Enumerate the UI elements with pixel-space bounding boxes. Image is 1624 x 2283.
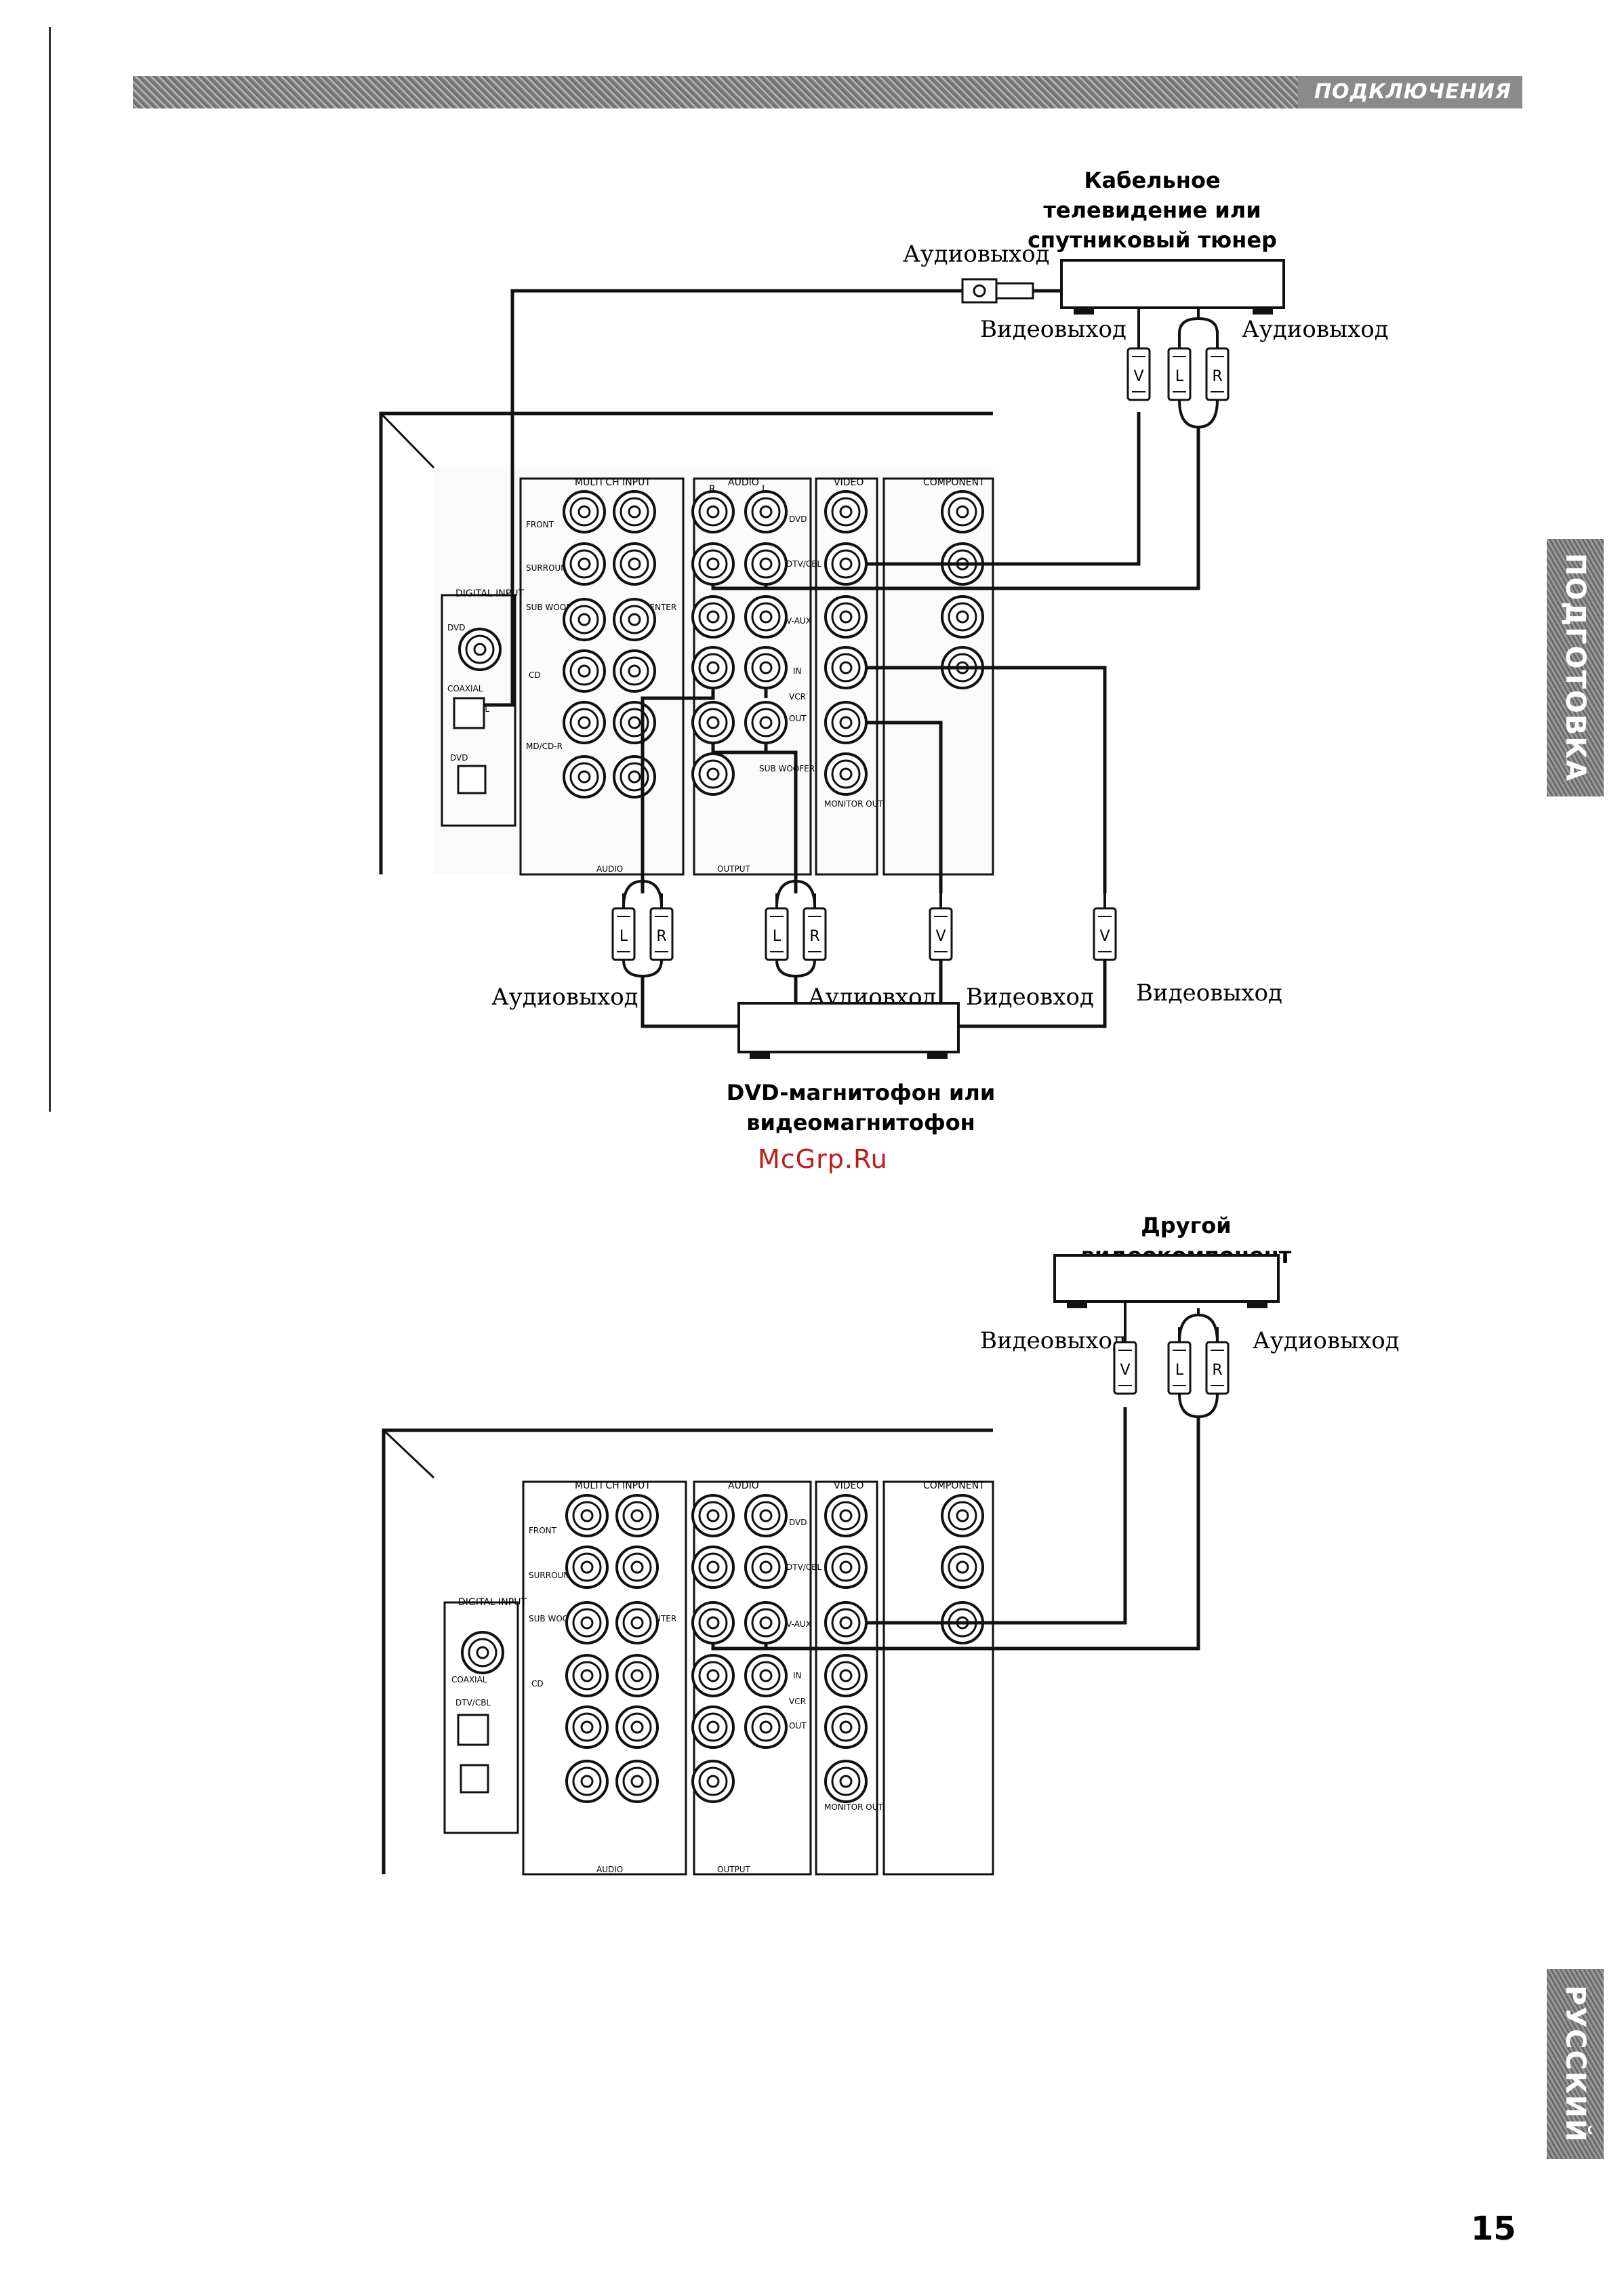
svg-text:V: V: [1120, 1362, 1130, 1379]
label-video-in-bottom: Видеовход: [966, 984, 1094, 1011]
svg-text:V: V: [935, 928, 946, 945]
svg-text:DTV/CBL: DTV/CBL: [455, 1698, 491, 1708]
svg-text:R: R: [1212, 1362, 1222, 1379]
svg-text:R: R: [809, 928, 819, 945]
label-audio-out-top-right: Аудиовыход: [1242, 316, 1389, 343]
plug-r-bottom-2: R: [803, 892, 827, 961]
plug-l-diag2: L: [1167, 1326, 1192, 1395]
svg-text:V-AUX: V-AUX: [786, 616, 811, 626]
svg-text:CD: CD: [529, 670, 541, 680]
svg-text:MONITOR OUT: MONITOR OUT: [824, 1802, 883, 1812]
svg-text:COAXIAL: COAXIAL: [451, 1675, 487, 1684]
svg-text:R: R: [656, 928, 666, 945]
svg-text:COAXIAL: COAXIAL: [447, 684, 483, 693]
svg-text:AUDIO: AUDIO: [596, 1865, 623, 1874]
svg-text:IN: IN: [793, 1671, 802, 1680]
svg-text:SURROUND: SURROUND: [526, 563, 573, 573]
svg-text:L: L: [1175, 1362, 1184, 1379]
svg-text:AUDIO: AUDIO: [596, 864, 623, 874]
margin-line: [49, 27, 51, 1112]
page-number: 15: [1471, 2210, 1516, 2248]
optical-plug-icon: [961, 278, 1061, 304]
plug-l-top: L: [1167, 332, 1192, 401]
other-video-device: [1053, 1254, 1280, 1308]
cables-diagram-2: [711, 1407, 1200, 1651]
svg-text:R: R: [709, 484, 716, 495]
plug-v-diag2: V: [1113, 1326, 1137, 1395]
svg-text:FRONT: FRONT: [529, 1526, 557, 1535]
svg-text:V: V: [1099, 928, 1110, 945]
svg-text:VCR: VCR: [789, 692, 806, 702]
label-audio-out-top: Аудиовыход: [903, 241, 1050, 268]
svg-text:OUT: OUT: [789, 1721, 807, 1731]
watermark: McGrp.Ru: [758, 1144, 888, 1174]
device-dvd-vcr-label: DVD-магнитофон или видеомагнитофон: [726, 1080, 996, 1135]
svg-text:MD/CD-R: MD/CD-R: [526, 742, 563, 751]
svg-text:MONITOR OUT: MONITOR OUT: [824, 799, 883, 809]
section-header-bar: ПОДКЛЮЧЕНИЯ: [133, 76, 1522, 108]
svg-text:DIGITAL INPUT: DIGITAL INPUT: [458, 1597, 527, 1608]
label-video-out-bottom: Видеовыход: [1136, 979, 1282, 1007]
svg-text:OUTPUT: OUTPUT: [717, 1865, 751, 1874]
svg-text:L: L: [620, 928, 628, 945]
svg-text:V-AUX: V-AUX: [786, 1619, 811, 1629]
svg-text:OUTPUT: OUTPUT: [717, 864, 751, 874]
svg-text:VCR: VCR: [789, 1697, 806, 1706]
plug-l-bottom-1: L: [611, 892, 636, 961]
label-video-out-top: Видеовыход: [980, 316, 1126, 343]
side-tab-language: РУССКИЙ: [1547, 1969, 1604, 2159]
svg-text:DTV/CBL: DTV/CBL: [786, 559, 821, 569]
section-title: ПОДКЛЮЧЕНИЯ: [1297, 76, 1522, 108]
svg-text:DTV/CBL: DTV/CBL: [786, 1562, 821, 1572]
label-audio-out-bottom: Аудиовыход: [491, 984, 638, 1011]
svg-text:VIDEO: VIDEO: [834, 1480, 864, 1491]
svg-text:L: L: [1175, 368, 1184, 385]
svg-text:AUDIO: AUDIO: [728, 477, 759, 488]
plug-v-bottom-1: V: [929, 892, 953, 961]
plug-r-diag2: R: [1205, 1326, 1230, 1395]
side-tab-preparation: ПОДГОТОВКА: [1547, 539, 1604, 796]
plug-v-bottom-2: V: [1093, 892, 1117, 961]
svg-text:CD: CD: [531, 1679, 544, 1689]
svg-text:COMPONENT: COMPONENT: [923, 477, 985, 488]
cables-diagram-1: [484, 289, 1200, 893]
svg-text:MULTI CH INPUT: MULTI CH INPUT: [575, 477, 651, 488]
svg-text:DIGITAL INPUT: DIGITAL INPUT: [455, 588, 524, 599]
svg-text:AUDIO: AUDIO: [728, 1480, 759, 1491]
label-video-out-2: Видеовыход: [980, 1327, 1126, 1354]
device-cable-sat-label: Кабельное телевидение или спутниковый тю…: [1028, 167, 1277, 253]
svg-text:MULTI CH INPUT: MULTI CH INPUT: [575, 1480, 651, 1491]
plug-r-top: R: [1205, 332, 1230, 401]
svg-text:DVD: DVD: [450, 753, 468, 763]
svg-text:FRONT: FRONT: [526, 520, 554, 529]
dvd-recorder-device: [737, 1002, 960, 1059]
svg-text:V: V: [1133, 368, 1143, 385]
label-audio-out-2: Аудиовыход: [1253, 1327, 1400, 1354]
plug-v-top: V: [1126, 332, 1151, 401]
svg-text:SUB WOOFER: SUB WOOFER: [759, 764, 815, 773]
svg-text:IN: IN: [793, 666, 802, 676]
svg-text:L: L: [762, 484, 767, 495]
svg-text:L: L: [773, 928, 781, 945]
cables-to-dvd-recorder: [641, 960, 1107, 1028]
svg-text:COMPONENT: COMPONENT: [923, 1480, 985, 1491]
svg-text:DVD: DVD: [789, 514, 807, 524]
svg-text:OUT: OUT: [789, 714, 807, 723]
svg-text:DVD: DVD: [789, 1518, 807, 1527]
plug-r-bottom-1: R: [649, 892, 674, 961]
svg-text:DVD: DVD: [447, 623, 465, 632]
cable-tuner-device: [1060, 259, 1285, 315]
svg-text:VIDEO: VIDEO: [834, 477, 864, 488]
svg-text:SURROUND: SURROUND: [529, 1571, 576, 1580]
plug-l-bottom-2: L: [765, 892, 789, 961]
svg-text:R: R: [1212, 368, 1222, 385]
